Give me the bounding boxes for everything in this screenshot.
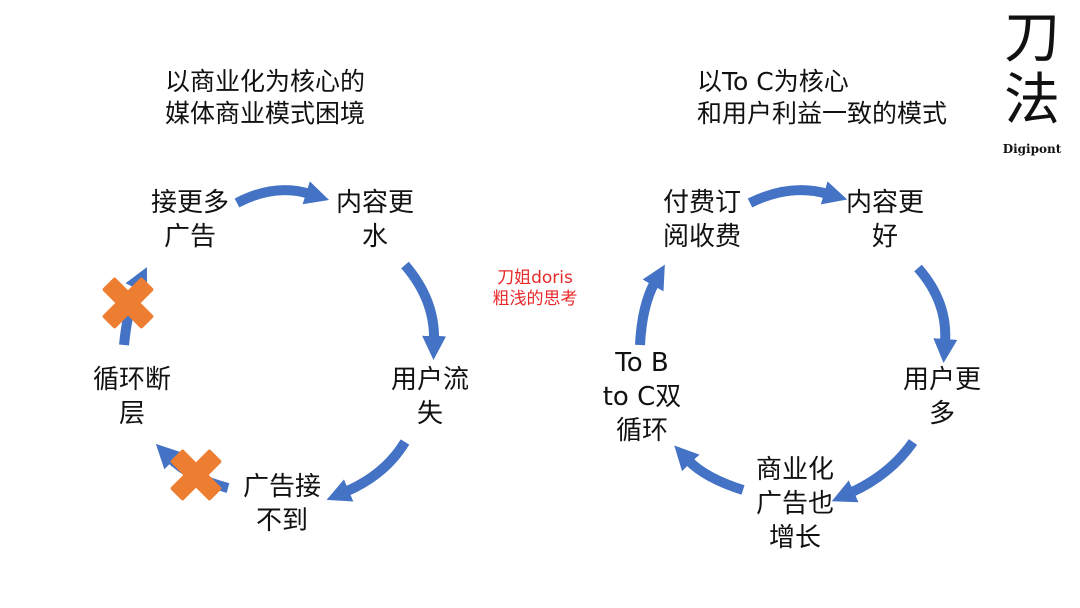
node-text: 用户更 [902, 365, 981, 395]
arrow-more-users-to-ad-growth [831, 439, 918, 503]
node-better-content: 内容更 好 [835, 186, 935, 254]
brand-char1: 刀 [1004, 6, 1060, 71]
node-text: 用户流 [390, 365, 469, 395]
node-text: 循环断 [92, 365, 171, 395]
node-watered-content: 内容更 水 [325, 186, 425, 254]
node-text: 不到 [255, 506, 308, 536]
arrow-better-content-to-more-users [914, 264, 958, 363]
node-text: 增长 [768, 523, 821, 553]
left-title-line2: 媒体商业模式困境 [165, 99, 366, 128]
node-text: 广告接 [242, 472, 321, 502]
node-more-users: 用户更 多 [892, 363, 992, 431]
center-note-line2: 粗浅的思考 [492, 289, 578, 309]
right-title-line1: 以To C为核心 [697, 67, 849, 96]
node-text: 接更多 [150, 188, 229, 218]
left-title: 以商业化为核心的 媒体商业模式困境 [165, 66, 365, 130]
node-text: 阅收费 [662, 222, 741, 252]
node-text: 好 [871, 222, 898, 252]
node-dual-loop: To B to C双 循环 [592, 346, 692, 448]
node-more-ads: 接更多 广告 [140, 186, 240, 254]
brand-char2: 法 [1004, 68, 1060, 133]
arrow-paid-subscription-to-better-content [747, 181, 848, 208]
arrow-dual-loop-to-paid-subscription [635, 264, 665, 346]
node-text: 广告 [163, 222, 216, 252]
node-text: to C双 [602, 382, 682, 412]
node-text: 付费订 [662, 188, 741, 218]
right-title: 以To C为核心 和用户利益一致的模式 [697, 66, 947, 130]
center-note-line1: 刀姐doris [497, 268, 573, 288]
center-note: 刀姐doris 粗浅的思考 [480, 268, 590, 310]
arrow-user-loss-to-no-ads [326, 439, 410, 502]
node-text: 水 [361, 222, 388, 252]
node-text: 多 [928, 399, 955, 429]
node-no-ads: 广告接 不到 [232, 470, 332, 538]
arrow-ad-growth-to-dual-loop [674, 445, 745, 495]
node-text: To B [615, 348, 669, 378]
node-text: 循环 [615, 416, 668, 446]
node-ad-growth: 商业化 广告也 增长 [745, 453, 845, 555]
cross-icon [170, 449, 222, 501]
right-title-line2: 和用户利益一致的模式 [697, 99, 948, 128]
brand-logo: 刀 法 Digipont [996, 6, 1068, 157]
arrow-watered-content-to-user-loss [401, 261, 447, 360]
node-text: 层 [118, 399, 145, 429]
node-user-loss: 用户流 失 [380, 363, 480, 431]
node-broken-loop: 循环断 层 [82, 363, 182, 431]
node-text: 失 [416, 399, 443, 429]
node-text: 内容更 [845, 188, 924, 218]
brand-sub: Digipont [1002, 142, 1062, 156]
left-title-line1: 以商业化为核心的 [165, 67, 366, 96]
arrow-more-ads-to-watered-content [234, 181, 330, 208]
node-text: 商业化 [755, 455, 834, 485]
cross-icon [102, 277, 154, 329]
node-text: 广告也 [755, 489, 834, 519]
node-paid-subscription: 付费订 阅收费 [652, 186, 752, 254]
node-text: 内容更 [335, 188, 414, 218]
